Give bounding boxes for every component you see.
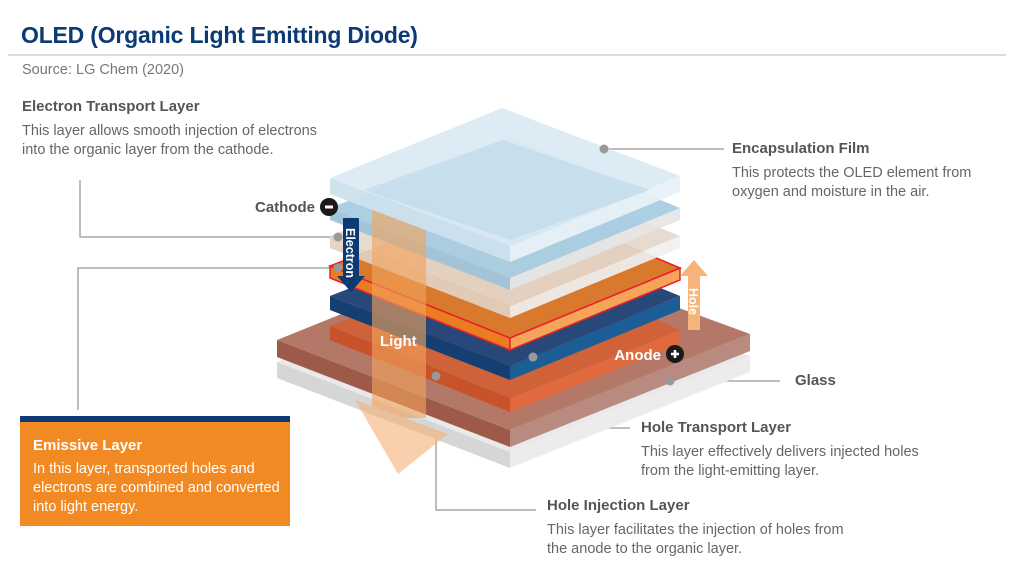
leader-electron-transport (79, 180, 336, 238)
dot-glass (665, 376, 675, 386)
hole-injection-description: This layer facilitates the injection of … (547, 522, 844, 557)
hole-transport-title: Hole Transport Layer (641, 419, 792, 436)
anode-label: Anode (614, 347, 661, 364)
glass-title: Glass (795, 372, 836, 389)
hole-arrow: Hole (680, 260, 708, 330)
dot-hole-transport (528, 352, 538, 362)
emissive-title: Emissive Layer (33, 437, 143, 454)
dot-electron-transport (333, 232, 343, 242)
cathode-label: Cathode (255, 199, 315, 216)
title-divider (8, 54, 1006, 56)
electron-transport-title: Electron Transport Layer (22, 98, 200, 115)
leader-emissive (77, 267, 336, 410)
page-title: OLED (Organic Light Emitting Diode) (21, 22, 418, 48)
light-label: Light (380, 333, 417, 350)
emissive-layer-callout: Emissive Layer In this layer, transporte… (20, 416, 290, 526)
electron-arrow-label: Electron (343, 228, 357, 278)
electron-arrow: Electron (337, 218, 365, 292)
dot-hole-injection (431, 371, 441, 381)
electron-transport-description: This layer allows smooth injection of el… (22, 123, 317, 158)
encapsulation-description: This protects the OLED element from oxyg… (732, 165, 972, 200)
encapsulation-film-layer (330, 108, 680, 262)
leader-dots (333, 144, 675, 386)
emissive-description: In this layer, transported holes and ele… (33, 461, 280, 515)
hole-transport-description: This layer effectively delivers injected… (641, 444, 919, 479)
plus-icon (666, 345, 684, 363)
dot-emissive (333, 263, 343, 273)
light-arrow (355, 206, 448, 474)
dot-encapsulation (599, 144, 609, 154)
minus-icon (320, 198, 338, 216)
encapsulation-title: Encapsulation Film (732, 140, 870, 157)
source-note: Source: LG Chem (2020) (22, 62, 184, 78)
hole-arrow-label: Hole (686, 288, 700, 315)
hole-injection-title: Hole Injection Layer (547, 497, 690, 514)
